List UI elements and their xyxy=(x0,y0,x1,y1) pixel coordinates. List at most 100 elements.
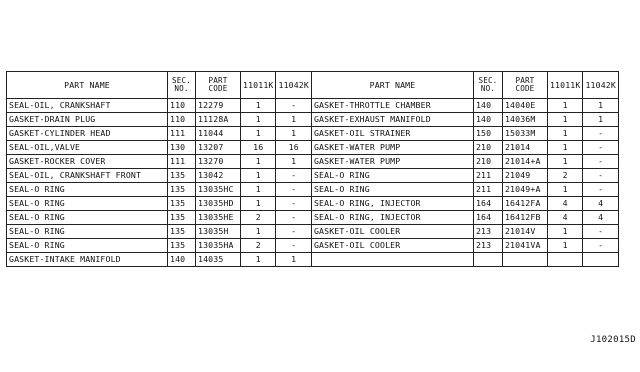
sec-no-cell: 213 xyxy=(472,224,503,239)
part-name-cell: SEAL-OIL, CRANKSHAFT FRONT xyxy=(6,168,168,183)
part-name-cell: GASKET-ROCKER COVER xyxy=(6,154,168,169)
sec-no-cell: 130 xyxy=(167,140,196,155)
qty-11042k-cell: 1 xyxy=(275,112,312,127)
part-name-cell: GASKET-OIL COOLER xyxy=(310,224,474,239)
qty-11042k-cell: - xyxy=(275,196,312,211)
qty-11042k-cell: - xyxy=(275,98,312,113)
qty-11011k-cell: 1 xyxy=(239,182,277,197)
qty-11042k-cell: - xyxy=(275,238,312,253)
qty-11011k-cell: 1 xyxy=(546,98,584,113)
qty-11011k-cell: 16 xyxy=(239,140,277,155)
part-name-cell: GASKET-EXHAUST MANIFOLD xyxy=(310,112,474,127)
qty-11011k-cell: 1 xyxy=(239,168,277,183)
qty-11011k-cell: 1 xyxy=(546,126,584,141)
col-header-part-name: PART NAME xyxy=(310,71,474,99)
part-code-cell: 21014+A xyxy=(501,154,548,169)
sec-no-cell: 135 xyxy=(167,238,196,253)
qty-11011k-cell: 1 xyxy=(239,112,277,127)
sec-no-cell: 140 xyxy=(472,112,503,127)
sec-no-cell: 164 xyxy=(472,210,503,225)
qty-11011k-cell: 1 xyxy=(546,182,584,197)
sec-no-cell: 135 xyxy=(167,196,196,211)
qty-11011k-cell: 4 xyxy=(546,210,584,225)
col-header-code-line2: CODE xyxy=(515,84,535,93)
part-name-cell: SEAL-O RING, INJECTOR xyxy=(310,196,474,211)
drawing-reference-code: J102015D xyxy=(590,335,636,345)
qty-11042k-cell: 1 xyxy=(275,252,312,267)
part-code-cell: 21041VA xyxy=(501,238,548,253)
part-code-cell: 21049 xyxy=(501,168,548,183)
part-code-cell: 15033M xyxy=(501,126,548,141)
sec-no-cell: 210 xyxy=(472,140,503,155)
sec-no-cell: 140 xyxy=(167,252,196,267)
col-header-part-name: PART NAME xyxy=(6,71,168,99)
col-header-sec-line1: SEC. xyxy=(172,76,191,86)
part-name-cell: SEAL-OIL,VALVE xyxy=(6,140,168,155)
sec-no-cell: 164 xyxy=(472,196,503,211)
qty-11042k-cell: 1 xyxy=(582,98,619,113)
qty-11042k-cell: - xyxy=(275,224,312,239)
sec-no-cell: 110 xyxy=(167,112,196,127)
part-code-cell: 11044 xyxy=(195,126,241,141)
part-code-cell xyxy=(501,252,548,267)
part-code-cell: 14040E xyxy=(501,98,548,113)
qty-11011k-cell: 1 xyxy=(546,238,584,253)
part-code-cell: 21049+A xyxy=(501,182,548,197)
qty-11042k-cell: 16 xyxy=(275,140,312,155)
col-header-sec-line1: SEC. xyxy=(478,76,498,86)
qty-11042k-cell: - xyxy=(582,126,619,141)
sec-no-cell: 135 xyxy=(167,210,196,225)
col-header-code-line2: CODE xyxy=(208,84,228,93)
qty-11011k-cell: 1 xyxy=(546,154,584,169)
qty-11042k-cell: - xyxy=(275,210,312,225)
qty-11042k-cell xyxy=(582,252,619,267)
sec-no-cell: 211 xyxy=(472,168,503,183)
part-name-cell: GASKET-OIL STRAINER xyxy=(310,126,474,141)
sec-no-cell: 110 xyxy=(167,98,196,113)
part-name-cell xyxy=(310,252,474,267)
part-name-cell: SEAL-O RING xyxy=(6,196,168,211)
parts-sheet: PART NAME SEC. NO. PART CODE 11011K 1104… xyxy=(6,71,619,267)
qty-11042k-cell: - xyxy=(582,182,619,197)
col-header-11011k: 11011K xyxy=(546,71,584,99)
col-header-sec-line2: NO. xyxy=(174,84,189,93)
table-row xyxy=(310,252,619,267)
part-name-cell: GASKET-DRAIN PLUG xyxy=(6,112,168,127)
part-name-cell: GASKET-THROTTLE CHAMBER xyxy=(310,98,474,113)
qty-11042k-cell: 4 xyxy=(582,196,619,211)
part-code-cell: 14035 xyxy=(195,252,241,267)
col-header-sec-no: SEC. NO. xyxy=(472,71,503,99)
part-code-cell: 16412FA xyxy=(501,196,548,211)
table-header-row: PART NAME SEC. NO. PART CODE 11011K 1104… xyxy=(6,71,312,99)
part-name-cell: GASKET-CYLINDER HEAD xyxy=(6,126,168,141)
qty-11042k-cell: - xyxy=(582,154,619,169)
qty-11011k-cell: 1 xyxy=(239,196,277,211)
part-name-cell: SEAL-O RING xyxy=(6,210,168,225)
col-header-sec-no: SEC. NO. xyxy=(167,71,196,99)
qty-11042k-cell: 1 xyxy=(582,112,619,127)
qty-11042k-cell: - xyxy=(582,140,619,155)
part-code-cell: 13042 xyxy=(195,168,241,183)
col-header-code-line1: PART xyxy=(515,76,535,86)
part-name-cell: SEAL-O RING xyxy=(6,238,168,253)
sec-no-cell: 211 xyxy=(472,182,503,197)
part-name-cell: SEAL-O RING xyxy=(310,168,474,183)
part-code-cell: 12279 xyxy=(195,98,241,113)
col-header-part-code: PART CODE xyxy=(501,71,548,99)
sec-no-cell xyxy=(472,252,503,267)
qty-11011k-cell: 1 xyxy=(239,252,277,267)
qty-11011k-cell: 1 xyxy=(546,112,584,127)
